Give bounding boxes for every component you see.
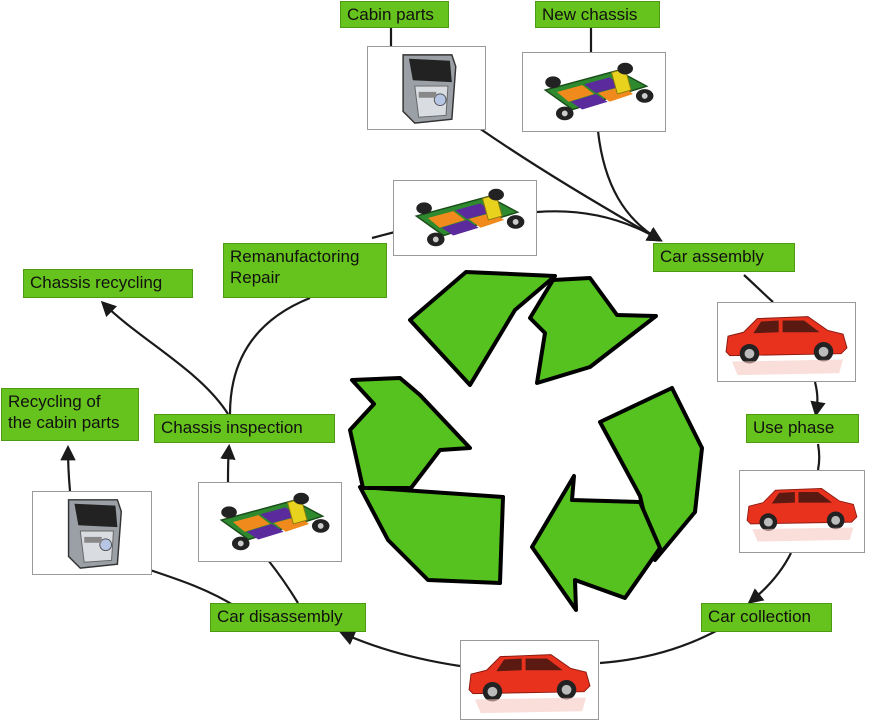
picture-car-door-top [367, 46, 486, 130]
label-cabin-parts-line: the cabin parts [8, 413, 120, 432]
chassis-icon [219, 492, 330, 551]
car-door-icon [67, 499, 123, 569]
connector-assembly-car [743, 274, 774, 303]
arrow-car-to-disassembly [339, 630, 461, 668]
arrow-car-to-collection [747, 552, 792, 604]
connector-usephase-car [816, 443, 821, 471]
picture-car-door-left [32, 491, 152, 575]
label-recycling-of-line: Recycling of [8, 392, 101, 411]
label-repair-line: Repair [230, 268, 281, 287]
picture-red-car-assembled [717, 302, 856, 382]
connector-reman-chassis [371, 230, 396, 240]
label-recycling-cabin-parts: Recycling of the cabin parts [1, 388, 139, 441]
recycle-arrowhead-top [528, 276, 658, 385]
label-car-assembly: Car assembly [653, 243, 795, 272]
recycle-arrowhead-left [348, 376, 472, 490]
label-chassis-recycling: Chassis recycling [23, 269, 193, 298]
label-cabin-parts: Cabin parts [340, 1, 449, 28]
recycle-arrowhead-bottom [530, 474, 662, 612]
car-door-icon [402, 54, 457, 124]
chassis-icon [543, 62, 654, 121]
connector-disassembly-door [149, 568, 239, 609]
label-remanufactoring-repair: Remanufactoring Repair [223, 243, 387, 298]
connector-collection-car [599, 630, 717, 665]
picture-chassis-disassembled [198, 482, 342, 562]
label-remanufactoring-line: Remanufactoring [230, 247, 360, 266]
label-new-chassis: New chassis [535, 1, 660, 28]
recycle-symbol-icon [348, 270, 704, 612]
chassis-icon [414, 188, 525, 247]
arrow-reman-to-assembly [536, 210, 663, 242]
picture-chassis-remanufactured [393, 180, 537, 256]
picture-red-car-collected [460, 640, 599, 720]
connector-disassembly-chassis [267, 559, 299, 604]
red-suv-icon [746, 488, 858, 542]
arrow-inspection-to-chassis-recycling [100, 300, 229, 415]
picture-chassis-new [522, 52, 666, 132]
picture-red-car-use [739, 470, 865, 553]
arrow-door-to-recycling-cabin [60, 444, 76, 492]
arrow-cabin-to-assembly [478, 127, 663, 242]
label-car-collection: Car collection [701, 603, 832, 632]
recycle-arrow-right [598, 386, 704, 562]
label-use-phase: Use phase [746, 414, 859, 443]
red-suv-icon [725, 316, 848, 376]
arrow-car-to-usephase [810, 381, 826, 418]
arrow-chassis-to-inspection [220, 443, 236, 483]
label-car-disassembly: Car disassembly [210, 603, 366, 632]
connector-inspection-to-reman [228, 296, 311, 415]
label-chassis-inspection: Chassis inspection [154, 414, 335, 443]
recycle-arrow-bottom [358, 485, 505, 585]
recycle-arrow-top [408, 270, 557, 387]
red-suv-icon [468, 654, 591, 714]
